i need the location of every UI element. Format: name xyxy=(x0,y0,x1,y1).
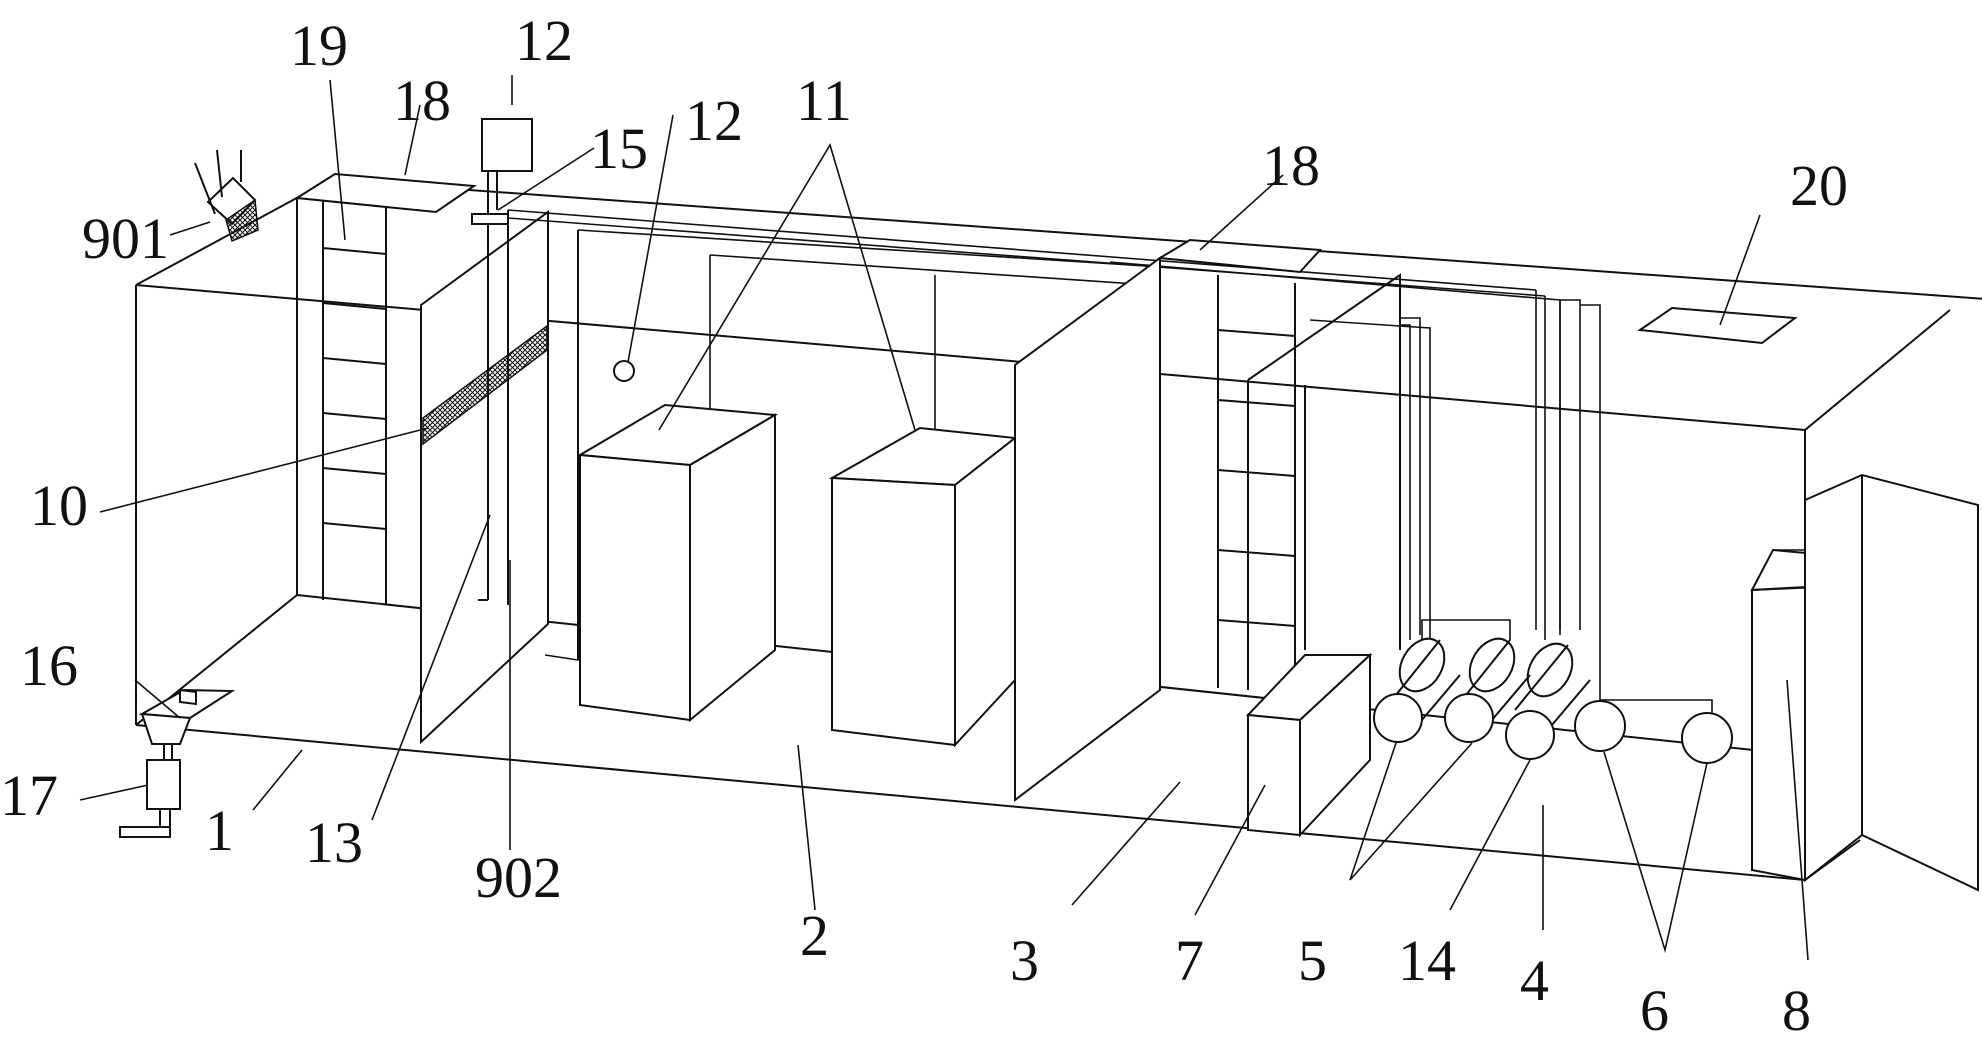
label-1: 1 xyxy=(205,798,234,863)
label-17: 17 xyxy=(0,763,58,828)
label-7: 7 xyxy=(1175,928,1204,993)
label-902: 902 xyxy=(475,845,562,910)
fan-901 xyxy=(194,149,259,243)
hatch-20 xyxy=(1637,306,1798,345)
cylinders-5 xyxy=(1373,619,1591,760)
label-2: 2 xyxy=(800,903,829,968)
label-13: 13 xyxy=(305,810,363,875)
label-10: 10 xyxy=(30,473,88,538)
pump-17 xyxy=(119,744,181,838)
hatch-18-center xyxy=(1156,238,1323,274)
sensor-12-small xyxy=(613,360,635,382)
tank-7 xyxy=(1245,652,1373,838)
end-door xyxy=(1804,473,1979,892)
partition-door-13 xyxy=(420,210,579,745)
label-20: 20 xyxy=(1790,153,1848,218)
ladder-compartment-3 xyxy=(1217,275,1296,693)
label-11: 11 xyxy=(796,68,852,133)
pipes-compartment-2 xyxy=(507,209,1713,720)
label-18-left: 18 xyxy=(393,68,451,133)
vent-mesh-10 xyxy=(422,324,548,446)
partition-2-3 xyxy=(1014,256,1161,803)
sensor-12-top xyxy=(471,118,533,601)
label-6: 6 xyxy=(1640,978,1669,1039)
ladder-19 xyxy=(322,200,387,605)
label-3: 3 xyxy=(1010,928,1039,993)
label-14: 14 xyxy=(1398,928,1456,993)
callout-labels: 19 18 12 15 12 11 18 20 901 10 16 17 1 1… xyxy=(0,8,1848,1039)
leader-lines xyxy=(79,75,1809,961)
label-8: 8 xyxy=(1782,978,1811,1039)
inlet-16 xyxy=(138,688,236,745)
label-18-center: 18 xyxy=(1262,133,1320,198)
label-4: 4 xyxy=(1520,948,1549,1013)
label-19: 19 xyxy=(290,13,348,78)
label-16: 16 xyxy=(20,633,78,698)
gauges-6 xyxy=(1574,700,1733,764)
label-5: 5 xyxy=(1298,928,1327,993)
label-15: 15 xyxy=(590,116,648,181)
label-901: 901 xyxy=(82,206,169,271)
cabinet-11-right xyxy=(828,426,1018,748)
label-12-small: 12 xyxy=(685,88,743,153)
cabinet-11-left xyxy=(576,403,779,723)
hatch-18-left xyxy=(294,172,477,214)
label-12-top: 12 xyxy=(515,8,573,73)
partition-3-4 xyxy=(1247,273,1401,690)
